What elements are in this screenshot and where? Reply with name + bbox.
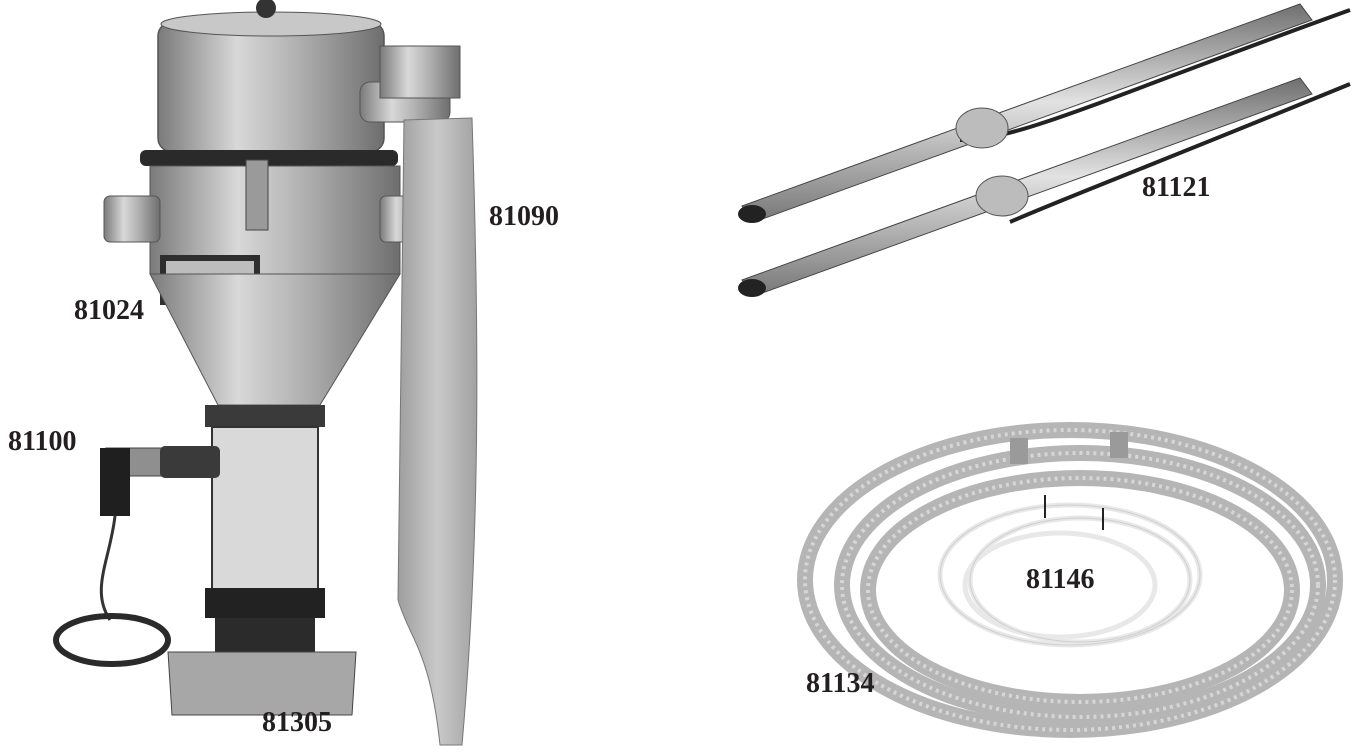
part-number-81090: 81090: [489, 201, 559, 232]
part-number-81024: 81024: [74, 295, 144, 326]
part-number-81146: 81146: [1026, 564, 1095, 595]
part-number-81134: 81134: [806, 668, 875, 699]
pickup-wand-icon: [738, 3, 1351, 297]
part-number-81305: 81305: [262, 707, 332, 738]
hopper-loader-icon: [53, 0, 478, 746]
filter-sock-icon: [397, 117, 478, 746]
coiled-hose-icon: [797, 422, 1343, 738]
part-number-81121: 81121: [1142, 172, 1211, 203]
part-number-81100: 81100: [8, 426, 77, 457]
